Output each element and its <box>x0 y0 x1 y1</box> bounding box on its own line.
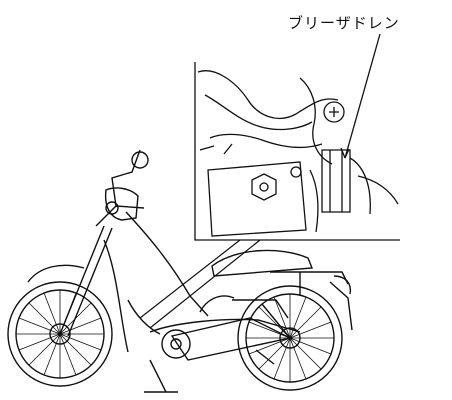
breather-drain-label: ブリーザドレン <box>288 14 400 32</box>
leader-line <box>340 33 381 159</box>
motorcycle <box>7 149 353 393</box>
detail-inset <box>194 62 400 241</box>
zoom-lines <box>139 239 261 329</box>
